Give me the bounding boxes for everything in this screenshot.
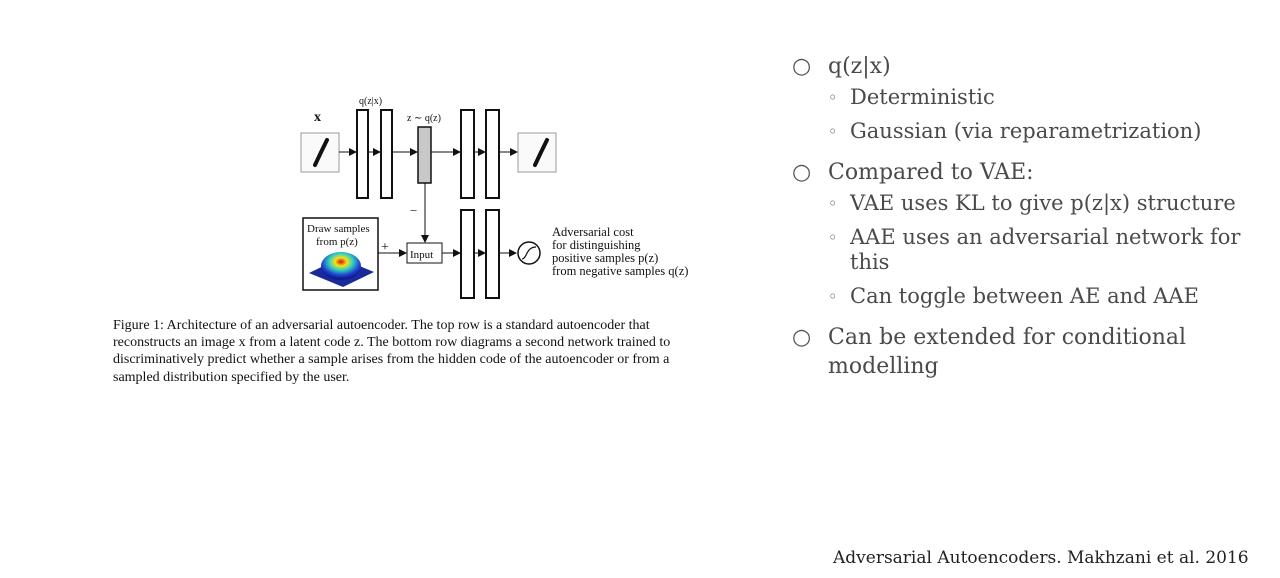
caption-line: reconstructs an image x from a latent co… xyxy=(113,334,743,351)
sub-bullet-text: VAE uses KL to give p(z|x) structure xyxy=(850,191,1236,215)
aae-architecture-diagram: x q(z|x) z ∼ q(z) − Draw samples from p(… xyxy=(0,0,760,310)
decoder-layer-2 xyxy=(486,110,499,198)
circle-bullet-icon: ○ xyxy=(792,323,811,352)
discriminator-layer-1 xyxy=(461,210,474,298)
figure-caption: Figure 1: Architecture of an adversarial… xyxy=(113,317,743,386)
minus-sign: − xyxy=(410,203,417,218)
bullet-item: ○ Compared to VAE: ◦ VAE uses KL to give … xyxy=(792,158,1262,309)
sub-bullet-text: Can toggle between AE and AAE xyxy=(850,284,1199,308)
discriminator-layer-2 xyxy=(486,210,499,298)
adv-line4: from negative samples q(z) xyxy=(552,264,688,278)
sub-bullet-text: AAE uses an adversarial network for this xyxy=(850,225,1240,274)
adv-line1: Adversarial cost xyxy=(552,225,634,239)
latent-code-z xyxy=(418,127,431,183)
draw-samples-line1: Draw samples xyxy=(307,223,370,235)
circle-bullet-icon: ○ xyxy=(792,52,811,81)
input-label: Input xyxy=(410,249,433,261)
reconstruction-image-box xyxy=(518,133,556,172)
caption-line: sampled distribution specified by the us… xyxy=(113,369,743,386)
draw-samples-line2: from p(z) xyxy=(316,236,358,248)
small-circle-bullet-icon: ◦ xyxy=(828,284,837,309)
sub-bullet-text: Gaussian (via reparametrization) xyxy=(850,119,1201,143)
small-circle-bullet-icon: ◦ xyxy=(828,225,837,250)
circle-bullet-icon: ○ xyxy=(792,158,811,187)
small-circle-bullet-icon: ◦ xyxy=(828,119,837,144)
reference-citation: Adversarial Autoencoders. Makhzani et al… xyxy=(833,548,1249,568)
sigmoid-icon xyxy=(518,242,540,264)
sub-bullet-text: Deterministic xyxy=(850,85,995,109)
gaussian-bump-icon xyxy=(321,252,361,280)
adv-line2: for distinguishing xyxy=(552,238,641,252)
caption-line: Figure 1: Architecture of an adversarial… xyxy=(113,317,743,334)
sub-bullet-item: ◦ VAE uses KL to give p(z|x) structure xyxy=(828,191,1262,216)
bullet-item: ○ q(z|x) ◦ Deterministic ◦ Gaussian (via r… xyxy=(792,52,1262,144)
z-sample-label: z ∼ q(z) xyxy=(407,113,441,124)
q-zx-label: q(z|x) xyxy=(359,96,382,107)
sub-bullet-item: ◦ Deterministic xyxy=(828,85,1262,110)
bullet-text: Compared to VAE: xyxy=(828,160,1034,185)
encoder-layer-2 xyxy=(381,110,392,198)
adv-line3: positive samples p(z) xyxy=(552,251,658,265)
sub-bullet-item: ◦ AAE uses an adversarial network for thi… xyxy=(828,225,1262,275)
caption-line: discriminatively predict whether a sampl… xyxy=(113,351,743,368)
x-label: x xyxy=(314,110,321,125)
decoder-layer-1 xyxy=(461,110,474,198)
bullet-item: ○ Can be extended for conditional modell… xyxy=(792,323,1262,381)
sub-bullet-item: ◦ Gaussian (via reparametrization) xyxy=(828,119,1262,144)
small-circle-bullet-icon: ◦ xyxy=(828,191,837,216)
bullet-text: Can be extended for conditional modellin… xyxy=(828,325,1186,379)
bullet-list: ○ q(z|x) ◦ Deterministic ◦ Gaussian (via r… xyxy=(792,52,1262,395)
small-circle-bullet-icon: ◦ xyxy=(828,85,837,110)
sub-bullet-item: ◦ Can toggle between AE and AAE xyxy=(828,284,1262,309)
encoder-layer-1 xyxy=(357,110,368,198)
bullet-text: q(z|x) xyxy=(828,54,891,79)
